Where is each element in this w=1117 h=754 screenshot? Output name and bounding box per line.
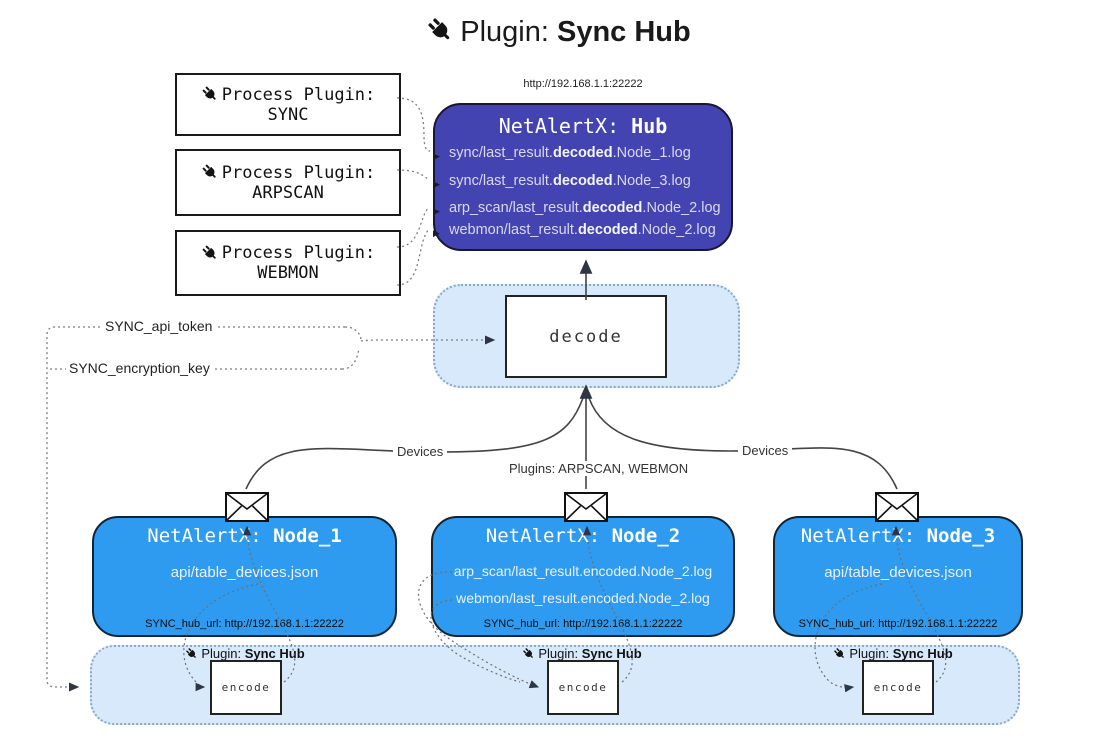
envelope-icon: [564, 492, 608, 522]
process-plugin-sync-box: Process Plugin: SYNC: [175, 73, 401, 136]
hub-url: http://192.168.1.1:22222: [523, 78, 643, 90]
encode-plugin-label: Plugin: Sync Hub: [813, 646, 973, 661]
node-footer: SYNC_hub_url: http://192.168.1.1:22222: [145, 618, 344, 630]
sync-encryption-key-label: SYNC_encryption_key: [66, 360, 213, 376]
hub-title: NetAlertX: Hub: [435, 114, 731, 138]
process-plugin-name: WEBMON: [257, 263, 319, 283]
process-plugin-arpscan-box: Process Plugin: ARPSCAN: [175, 149, 401, 216]
arrow-right-icon: ▶: [433, 179, 440, 189]
envelope-icon: [875, 492, 919, 522]
process-plugin-name: SYNC: [267, 104, 309, 125]
node-footer: SYNC_hub_url: http://192.168.1.1:22222: [798, 618, 998, 630]
edge-label-devices-right: Devices: [738, 443, 793, 458]
node-file-line: api/table_devices.json: [170, 564, 319, 581]
node-footer: SYNC_hub_url: http://192.168.1.1:22222: [483, 618, 683, 630]
encode-box: encode: [862, 660, 934, 715]
plug-icon: [185, 647, 199, 661]
edge-label-plugins: Plugins: ARPSCAN, WEBMON: [505, 461, 693, 476]
hub-title-bold: Hub: [631, 114, 668, 138]
arrow-right-icon: ▶: [433, 206, 440, 216]
encode-box: encode: [210, 660, 282, 715]
hub-log-line: ▶arp_scan/last_result.decoded.Node_2.log: [433, 200, 721, 217]
node-file-line: api/table_devices.json: [824, 564, 972, 581]
node-title: NetAlertX: Node_1: [147, 525, 342, 547]
node-file-line: arp_scan/last_result.encoded.Node_2.log: [453, 563, 713, 579]
node-2-box: NetAlertX: Node_2 arp_scan/last_result.e…: [431, 516, 735, 637]
node-file-line: webmon/last_result.encoded.Node_2.log: [456, 590, 710, 606]
plug-icon: [522, 647, 536, 661]
encode-plugin-label: Plugin: Sync Hub: [165, 646, 325, 661]
page-title-prefix: Plugin:: [460, 16, 557, 48]
edges-process-to-hub: [396, 97, 431, 286]
plug-icon: [201, 85, 220, 104]
hub-log-line: ▶webmon/last_result.decoded.Node_2.log: [433, 222, 716, 239]
process-plugin-label: Process Plugin:: [221, 84, 376, 105]
arrow-right-icon: ▶: [433, 228, 440, 238]
encode-box: encode: [547, 660, 619, 715]
process-plugin-name: ARPSCAN: [252, 182, 324, 203]
sync-api-token-label: SYNC_api_token: [102, 318, 216, 334]
page-title-bold: Sync Hub: [556, 16, 691, 48]
hub-log-line: ▶sync/last_result.decoded.Node_3.log: [433, 173, 691, 190]
plug-icon: [201, 244, 220, 263]
node-title: NetAlertX: Node_2: [485, 525, 681, 547]
hub-title-prefix: NetAlertX:: [498, 114, 632, 138]
node-1-box: NetAlertX: Node_1 api/table_devices.json…: [92, 516, 397, 637]
arrow-right-icon: ▶: [433, 151, 440, 161]
process-plugin-label: Process Plugin:: [221, 162, 376, 183]
plug-icon: [833, 647, 847, 661]
node-title: NetAlertX: Node_3: [800, 525, 996, 547]
plug-icon: [201, 163, 220, 182]
process-plugin-webmon-box: Process Plugin: WEBMON: [175, 230, 401, 296]
decode-box: decode: [505, 295, 667, 378]
envelope-icon: [225, 492, 269, 522]
hub-log-line: ▶sync/last_result.decoded.Node_1.log: [433, 145, 691, 162]
process-plugin-label: Process Plugin:: [221, 243, 376, 263]
encode-plugin-label: Plugin: Sync Hub: [502, 646, 662, 661]
node-3-box: NetAlertX: Node_3 api/table_devices.json…: [773, 516, 1023, 637]
plug-icon: [426, 16, 456, 46]
hub-box: NetAlertX: Hub ▶sync/last_result.decoded…: [433, 103, 733, 251]
edge-label-devices-left: Devices: [393, 444, 448, 459]
page-title: Plugin: Sync Hub: [0, 16, 1117, 49]
